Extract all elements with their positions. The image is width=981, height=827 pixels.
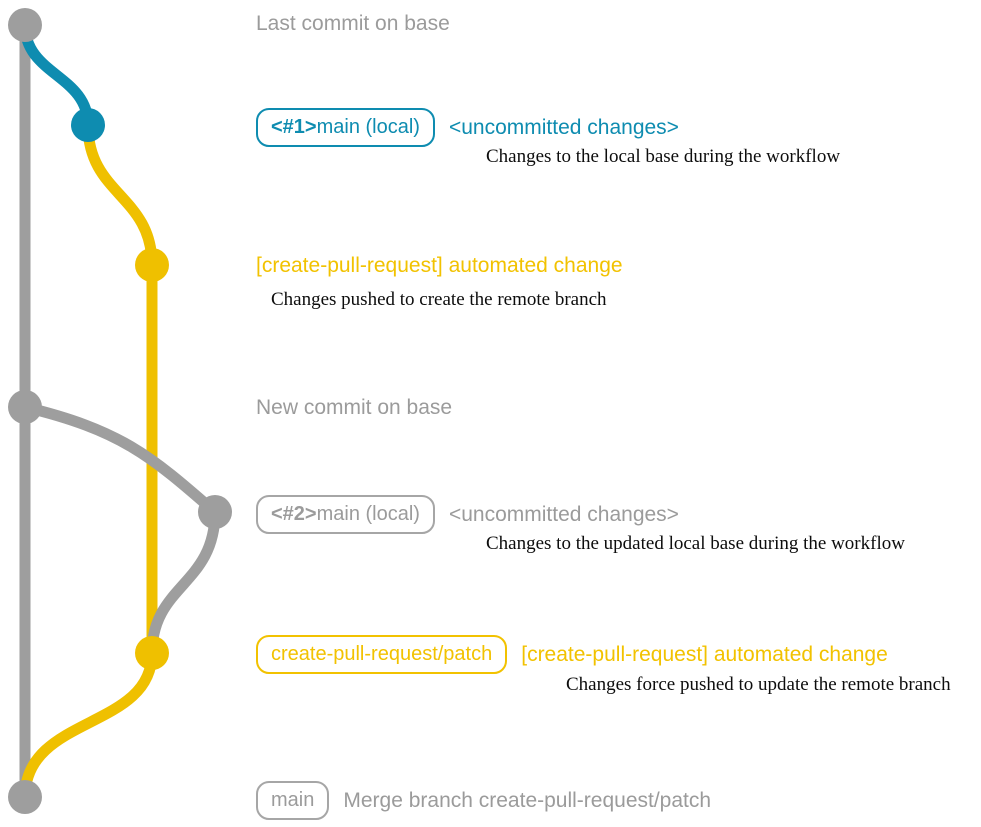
commit-row-local-uncommitted-1: <#1> main (local) <uncommitted changes>: [256, 108, 679, 147]
ref-pill-prefix: <#1>: [271, 116, 317, 138]
commit-subject: [create-pull-request] automated change: [521, 642, 888, 666]
ref-pill-label: main: [271, 789, 315, 811]
commit-row-last-commit-on-base: Last commit on base: [256, 12, 450, 36]
edge-local1-to-remote-create: [82, 119, 158, 271]
ref-pill-main-local-2[interactable]: <#2> main (local): [256, 495, 435, 534]
commit-body-create-pull-request-patch: Changes force pushed to update the remot…: [566, 674, 951, 695]
spacer: [435, 127, 449, 128]
commit-row-merge-branch: main Merge branch create-pull-request/pa…: [256, 781, 711, 820]
ref-pill-main[interactable]: main: [256, 781, 330, 820]
commit-subject: Merge branch create-pull-request/patch: [343, 788, 712, 812]
commit-body-local-uncommitted-1: Changes to the local base during the wor…: [486, 146, 841, 167]
commit-subject: [create-pull-request] automated change: [256, 254, 623, 277]
ref-pill-create-pull-request-patch[interactable]: create-pull-request/patch: [256, 635, 508, 674]
spacer: [507, 654, 521, 655]
commit-row-create-pull-request-patch: create-pull-request/patch [create-pull-r…: [256, 635, 888, 674]
commit-row-local-uncommitted-2: <#2> main (local) <uncommitted changes>: [256, 495, 679, 534]
spacer: [329, 800, 343, 801]
ref-pill-label: main (local): [316, 116, 420, 138]
commit-subject: New commit on base: [256, 396, 453, 419]
node-local-1[interactable]: [71, 108, 105, 142]
graph-nodes: [8, 8, 232, 814]
ref-pill-prefix: <#2>: [271, 503, 317, 525]
node-remote-patch[interactable]: [135, 636, 169, 670]
ref-pill-main-local-1[interactable]: <#1> main (local): [256, 108, 435, 147]
node-local-2[interactable]: [198, 495, 232, 529]
commit-body-local-uncommitted-2: Changes to the updated local base during…: [486, 533, 905, 554]
commit-row-new-commit-on-base: New commit on base: [256, 396, 452, 420]
commit-subject: <uncommitted changes>: [448, 502, 679, 526]
spacer: [435, 514, 449, 515]
commit-row-create-pull-request-create: [create-pull-request] automated change: [256, 254, 623, 278]
commit-subject: Last commit on base: [256, 12, 450, 35]
node-base-merge[interactable]: [8, 780, 42, 814]
ref-pill-label: create-pull-request/patch: [271, 643, 493, 665]
ref-pill-label: main (local): [316, 503, 420, 525]
commit-body-create-pull-request-create: Changes pushed to create the remote bran…: [271, 289, 607, 310]
edge-remote-patch-to-merge: [19, 647, 158, 803]
node-remote-create[interactable]: [135, 248, 169, 282]
node-base-new-commit[interactable]: [8, 390, 42, 424]
commit-subject: <uncommitted changes>: [448, 115, 679, 139]
edge-local2-to-remote-patch: [146, 506, 221, 659]
node-base-top[interactable]: [8, 8, 42, 42]
edge-newcommit-to-local2: [19, 401, 221, 518]
